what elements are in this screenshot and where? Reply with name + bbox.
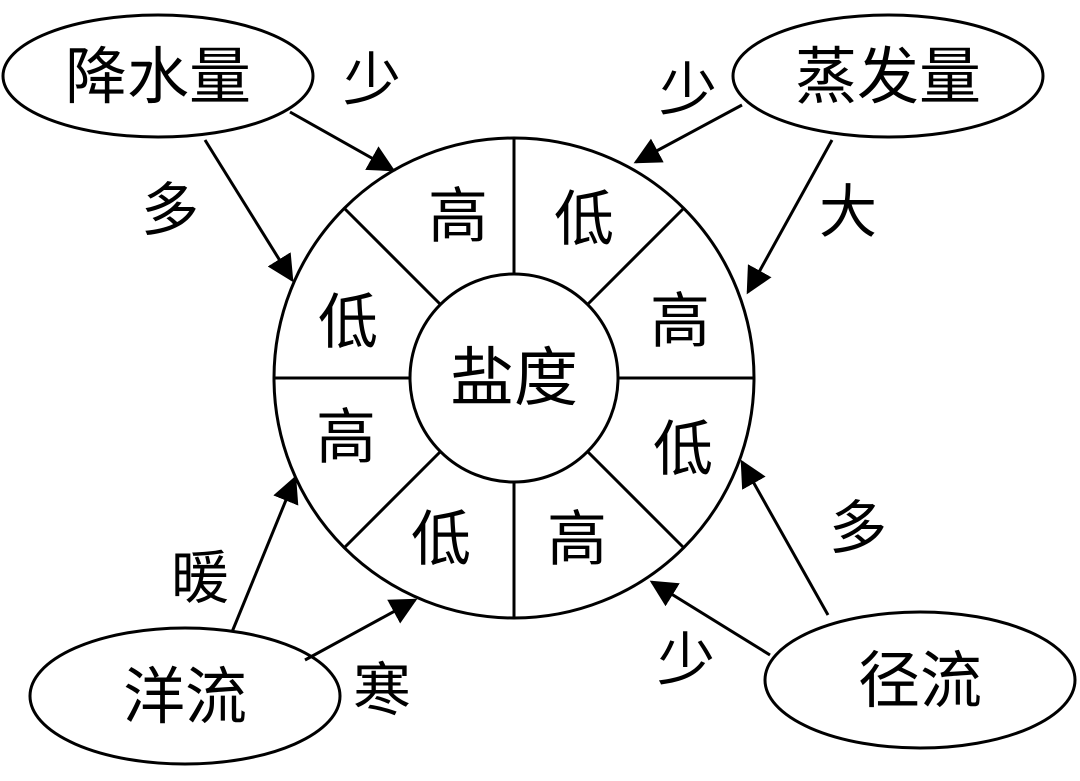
factor-current: 洋流	[28, 626, 342, 766]
runoff-less-label: 少	[657, 626, 715, 694]
current-cold-label: 寒	[353, 656, 411, 724]
sector-label-top-left: 高	[428, 182, 488, 252]
center-label: 盐度	[450, 342, 578, 416]
arrows	[203, 103, 834, 662]
runoff-ellipse	[763, 610, 1077, 750]
arrow-current-warm	[230, 475, 299, 633]
factor-precipitation: 降水量	[1, 13, 315, 139]
arrow-current-cold	[304, 598, 418, 662]
sector-label-top-right: 低	[554, 185, 614, 255]
factor-evaporation: 蒸发量	[731, 13, 1045, 139]
current-ellipse	[28, 626, 342, 766]
divider-bottom-right	[586, 450, 686, 550]
precipitation-high-label: 多	[141, 176, 199, 244]
sector-label-right-top: 高	[650, 287, 710, 357]
arrow-runoff-less	[649, 580, 771, 657]
sector-label-left-bottom: 高	[316, 403, 376, 473]
precipitation-low-label: 少	[343, 46, 401, 114]
current-warm-label: 暖	[171, 544, 229, 612]
arrow-runoff-more	[740, 459, 830, 616]
current-label: 洋流	[123, 660, 247, 733]
precipitation-label: 降水量	[65, 40, 251, 113]
sector-label-right-bottom: 低	[653, 415, 713, 485]
precipitation-ellipse	[1, 13, 315, 139]
evaporation-high-label: 大	[819, 178, 877, 246]
sector-label-left-top: 低	[318, 288, 378, 358]
evaporation-ellipse	[731, 13, 1045, 139]
sector-label-bottom-left: 低	[411, 505, 471, 575]
runoff-more-label: 多	[829, 494, 887, 562]
sector-dividers	[274, 138, 754, 618]
factor-runoff: 径流	[763, 610, 1077, 750]
arrow-precipitation-high	[203, 139, 294, 283]
sector-label-bottom-right: 高	[547, 505, 607, 575]
arrow-evaporation-low	[633, 103, 743, 164]
divider-top-right	[586, 206, 686, 306]
runoff-label: 径流	[858, 644, 982, 717]
divider-top-left	[342, 206, 442, 306]
evaporation-low-label: 少	[659, 56, 717, 124]
divider-bottom-left	[342, 450, 442, 550]
arrow-precipitation-low	[289, 110, 396, 172]
arrow-evaporation-high	[746, 139, 834, 295]
evaporation-label: 蒸发量	[795, 40, 981, 113]
